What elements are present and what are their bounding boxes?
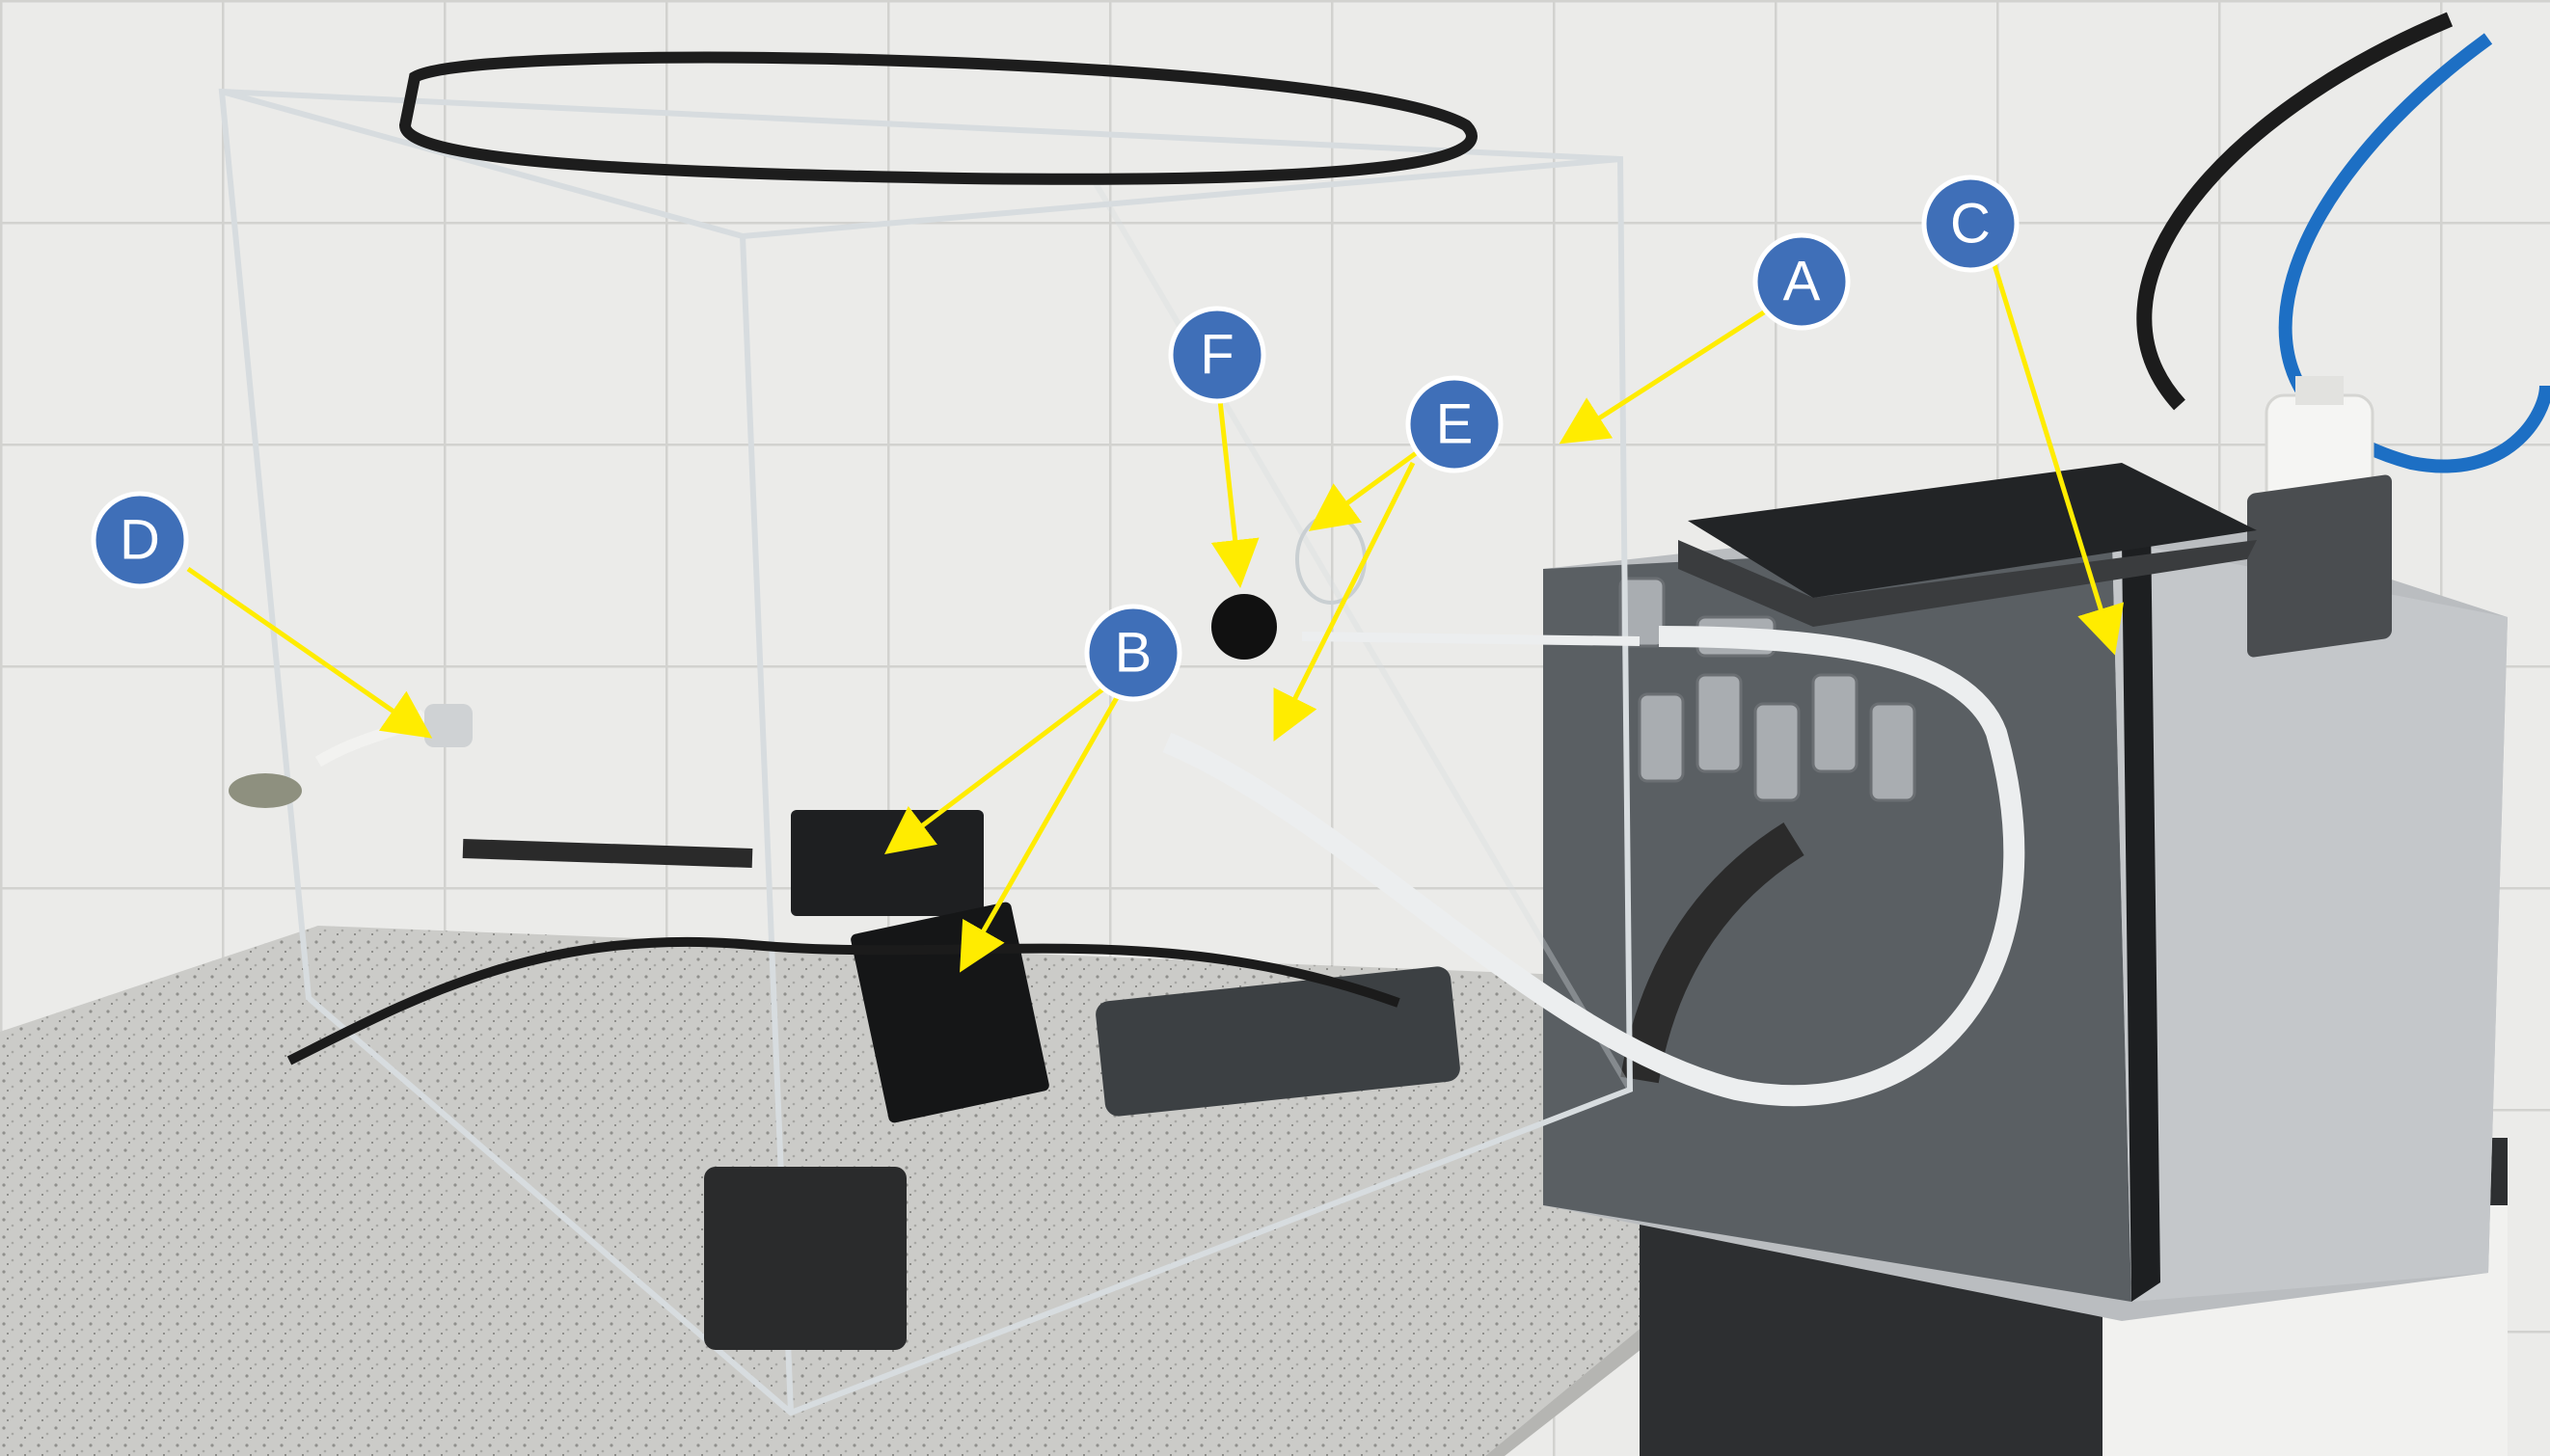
fan: [1211, 594, 1277, 660]
carry-handle: [2247, 474, 2392, 658]
marker-a: A: [1752, 232, 1851, 331]
marker-d-label: D: [120, 509, 160, 572]
marker-c: C: [1921, 175, 2020, 273]
marker-b-label: B: [1115, 622, 1153, 685]
marker-e-label: E: [1436, 393, 1474, 456]
laptop-lid: [1688, 463, 2257, 598]
controller-box: [791, 810, 984, 916]
black-hose: [1620, 822, 1804, 1084]
arrow-b-1: [884, 683, 1111, 855]
marker-d: D: [91, 491, 189, 589]
stone: [229, 773, 302, 808]
marker-e: E: [1405, 375, 1504, 473]
marker-c-label: C: [1950, 193, 1991, 256]
white-tube: [1162, 626, 2025, 1107]
pump: [704, 1167, 907, 1350]
arrow-d: [186, 566, 433, 739]
marker-b: B: [1084, 604, 1182, 702]
rubber-gasket: [398, 51, 1478, 185]
marker-a-label: A: [1783, 251, 1821, 313]
marker-f-label: F: [1200, 324, 1234, 387]
rail: [462, 839, 753, 868]
marker-f: F: [1168, 306, 1266, 404]
arrow-c: [1989, 255, 2125, 656]
arrow-f: [1210, 399, 1260, 588]
arrow-e-2: [1273, 461, 1416, 741]
power-supply: [1096, 966, 1460, 1117]
annotation-arrows: [186, 255, 2125, 973]
cables: [286, 936, 1400, 1065]
arrow-e-1: [1308, 445, 1424, 531]
arrow-a: [1559, 306, 1772, 445]
fitting: [424, 704, 473, 747]
black-tube: [2136, 12, 2454, 411]
arrow-b-2: [960, 692, 1122, 973]
laptop-base: [1678, 540, 2257, 627]
